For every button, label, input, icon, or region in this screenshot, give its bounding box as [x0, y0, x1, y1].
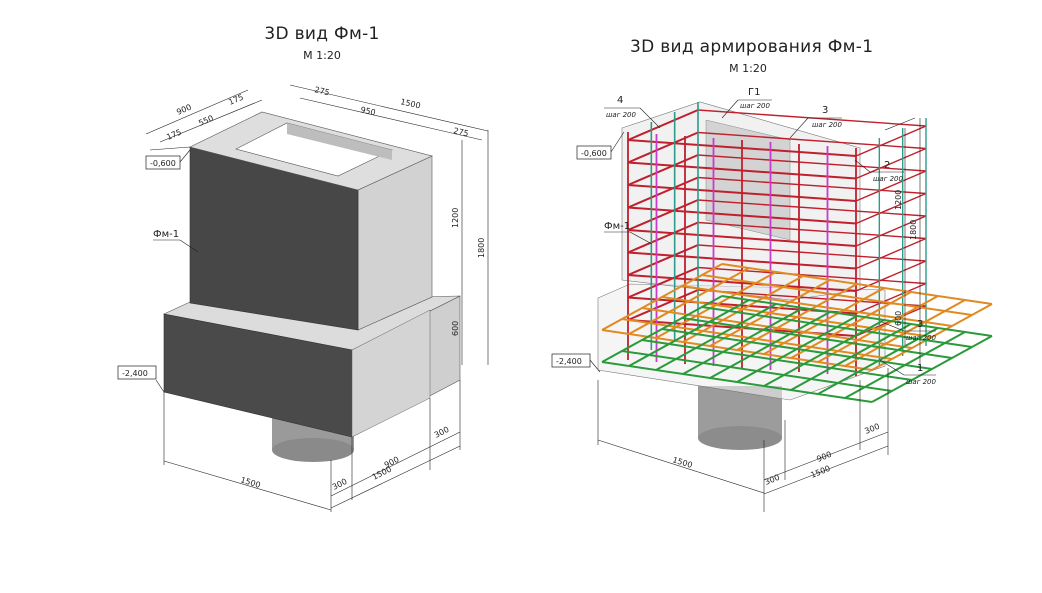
callout-3-bottom: 3 шаг 200 [881, 319, 937, 342]
dim-r-1500-right: 1500 [809, 464, 831, 480]
svg-text:шаг 200: шаг 200 [906, 378, 937, 386]
svg-text:3: 3 [917, 319, 923, 330]
svg-text:3: 3 [822, 105, 828, 116]
right-reinforcement-view: 1200 1800 600 1500 300 900 1500 300 -0,6… [551, 87, 993, 512]
callout-g1: Г1 шаг 200 [721, 87, 772, 119]
hoop-bar [627, 176, 699, 209]
hoop-bar [697, 221, 927, 240]
left-title: 3D вид Фм-1 [264, 24, 380, 44]
lower-mesh-bar [621, 350, 893, 392]
dim-r-300b: 300 [863, 422, 881, 436]
hoop-bar [855, 125, 927, 157]
svg-text:2: 2 [884, 160, 890, 171]
left-element-label: Фм-1 [153, 229, 199, 253]
hoop-bar [855, 170, 927, 202]
dim-600: 600 [451, 321, 460, 336]
dim-550: 550 [197, 114, 215, 128]
hoop-bar [697, 266, 927, 285]
dim-275b: 275 [453, 126, 470, 138]
dim-1500-bottom-left: 1500 [239, 475, 261, 490]
hoop-bar [697, 154, 927, 172]
right-scale: М 1:20 [729, 62, 767, 75]
hoop-bar [855, 260, 927, 292]
svg-text:-0,600: -0,600 [581, 149, 607, 158]
socket-inner-wall [287, 123, 392, 160]
lower-mesh-bar [661, 328, 933, 370]
hoop-bar [697, 199, 927, 217]
lower-mesh-bar [681, 317, 953, 359]
upper-mesh-bar [721, 263, 993, 305]
upper-mesh-bar [701, 274, 973, 316]
dim-1200: 1200 [451, 208, 460, 228]
dim-r-300a: 300 [763, 473, 781, 487]
lower-mesh-bar [641, 339, 913, 381]
svg-text:-0,600: -0,600 [150, 159, 176, 168]
right-title: 3D вид армирования Фм-1 [630, 37, 874, 57]
svg-text:-2,400: -2,400 [122, 369, 148, 378]
dim-1500-bottom-right: 1500 [371, 465, 393, 482]
hoop-bar [627, 266, 699, 299]
hoop-bar [627, 244, 699, 276]
dim-r-1200: 1200 [894, 190, 903, 210]
svg-text:Фм-1: Фм-1 [604, 221, 630, 232]
upper-mesh-bar [681, 285, 953, 327]
hoop-bar [627, 109, 699, 141]
callout-2: 2 шаг 200 [854, 159, 904, 183]
hoop-bar [855, 215, 927, 247]
dim-1500-top: 1500 [400, 97, 422, 110]
svg-text:шаг 200: шаг 200 [812, 121, 843, 129]
dim-1800: 1800 [477, 238, 486, 258]
hoop-bar [855, 282, 927, 315]
svg-text:шаг 200: шаг 200 [906, 334, 937, 342]
dim-950: 950 [360, 105, 377, 117]
dim-175b: 175 [165, 128, 183, 142]
lower-mesh-bar [701, 306, 973, 348]
svg-text:Фм-1: Фм-1 [153, 229, 179, 240]
dim-r-900: 900 [815, 450, 833, 464]
right-element-label: Фм-1 [604, 221, 653, 245]
hoop-bar [627, 289, 699, 321]
callout-3-top: 3 шаг 200 [789, 105, 843, 139]
hoop-bar [855, 192, 927, 225]
callout-4: 4 шаг 200 [604, 95, 661, 129]
dim-r-600: 600 [894, 311, 903, 326]
hoop-bar [697, 244, 927, 262]
left-foundation-view: 900 175 550 175 275 1500 950 275 1200 18… [117, 84, 489, 512]
right-level-bottom: -2,400 [551, 353, 601, 373]
hoop-bar [855, 147, 927, 180]
dim-275a: 275 [314, 85, 331, 97]
dim-r-1500-left: 1500 [671, 455, 693, 470]
hoop-bar [855, 237, 927, 270]
svg-text:1: 1 [917, 363, 923, 374]
hoop-bar [627, 154, 699, 186]
left-level-bottom: -2,400 [117, 365, 165, 393]
callout-1: 1 шаг 200 [879, 359, 937, 386]
left-scale: М 1:20 [303, 49, 341, 62]
hoop-bar [627, 221, 699, 254]
lower-mesh-bar [721, 295, 993, 337]
right-dimensions [597, 117, 921, 512]
svg-text:шаг 200: шаг 200 [740, 102, 771, 110]
dim-175a: 175 [227, 93, 245, 107]
hoop-bar [697, 131, 927, 150]
dim-300a: 300 [331, 477, 349, 492]
hoop-bar [627, 131, 699, 164]
svg-text:-2,400: -2,400 [556, 357, 582, 366]
svg-text:4: 4 [617, 95, 623, 106]
lower-mesh-bar [601, 361, 873, 403]
right-level-top: -0,600 [576, 131, 625, 160]
left-level-top: -0,600 [145, 149, 191, 170]
rebar-cage [601, 102, 993, 403]
svg-text:шаг 200: шаг 200 [606, 111, 637, 119]
left-top-dimensions [145, 84, 489, 512]
svg-text:шаг 200: шаг 200 [873, 175, 904, 183]
svg-text:Г1: Г1 [748, 87, 760, 98]
hoop-bar [627, 199, 699, 231]
dim-r-1800: 1800 [909, 220, 918, 240]
dim-300b: 300 [433, 425, 451, 440]
hoop-bar [697, 176, 927, 195]
